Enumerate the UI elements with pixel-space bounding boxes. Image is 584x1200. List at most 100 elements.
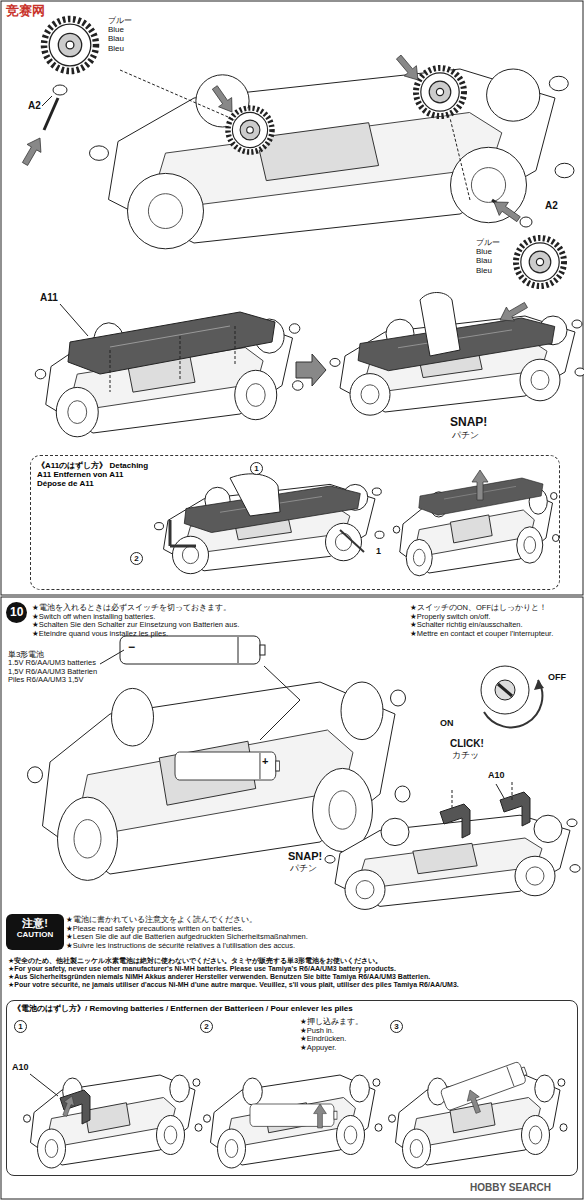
part-label: 1 xyxy=(376,546,381,556)
leader-line xyxy=(42,96,52,106)
note-text: 単3形電池 xyxy=(8,650,120,659)
chassis xyxy=(24,1075,203,1168)
part-label: ブルー xyxy=(476,238,500,247)
part-label: ★Appuyer. xyxy=(300,1044,336,1053)
guide-line xyxy=(452,782,512,810)
leader-line xyxy=(100,650,124,664)
note-text: ★スイッチのON、OFFはしっかりと！ xyxy=(410,604,578,613)
guide-line xyxy=(110,326,235,392)
note-text: ★電池に書かれている注意文をよく読んでください。 xyxy=(66,916,578,925)
callout-number: 2 xyxy=(200,1020,213,1033)
note-text: ★Lesen Sie die auf die Batterien aufgedr… xyxy=(66,933,578,942)
note-text: ★Aus Sicherheitsgründen niemals NiMH Akk… xyxy=(8,973,580,981)
gear-inset xyxy=(516,238,564,286)
part-label: Blue xyxy=(476,247,492,256)
leader-line xyxy=(496,784,504,798)
chassis xyxy=(325,815,580,909)
note-text: ★安全のため、他社製ニッケル水素電池は絶対に使わないでください。タミヤが販売する… xyxy=(8,957,580,965)
battery xyxy=(120,636,265,664)
part-label: CLICK! xyxy=(450,738,484,750)
part-label: A2 xyxy=(28,100,41,112)
leader-line xyxy=(60,304,88,336)
note-text: ★For your safety, never use other manufa… xyxy=(8,965,580,973)
part-label: パチン xyxy=(452,430,479,440)
bushing xyxy=(520,217,532,227)
bushing xyxy=(53,85,67,95)
arrow xyxy=(464,1088,484,1115)
part-label: SNAP! xyxy=(288,850,322,863)
arrow xyxy=(314,1104,327,1128)
part-label: ★押し込みます。 xyxy=(300,1018,363,1027)
callout-number: 1 xyxy=(14,1020,27,1033)
switch-arrow xyxy=(484,680,542,727)
arrow xyxy=(393,52,425,85)
gear-right xyxy=(416,68,464,116)
panel-border xyxy=(1,1,583,595)
arrow xyxy=(496,298,530,327)
part-label: Blau xyxy=(108,34,124,43)
switch-knob xyxy=(495,680,515,700)
arrow xyxy=(472,470,488,500)
part-label: OFF xyxy=(548,672,566,682)
part-label: A2 xyxy=(545,200,558,212)
watermark: 竞赛网 xyxy=(6,4,45,19)
arrow xyxy=(60,1094,78,1118)
arrow xyxy=(18,134,47,168)
note-text: ★Mettre en contact et couper l'interrupt… xyxy=(410,630,578,639)
note-text: ★Switch off when installing batteries. xyxy=(32,613,404,622)
part-label: + xyxy=(262,755,268,768)
part-label: Bleu xyxy=(108,44,124,53)
chassis xyxy=(204,1075,383,1168)
callout-number: 3 xyxy=(390,1020,403,1033)
clip-a10 xyxy=(60,1090,90,1124)
arrow-line xyxy=(340,530,364,552)
part-label: Bleu xyxy=(476,266,492,275)
battery xyxy=(175,752,279,780)
note-text: ★電池を入れるときは必ずスイッチを切っておきます。 xyxy=(32,604,404,613)
note-text: ★Please read safety precautions written … xyxy=(66,925,578,934)
part-label: A10 xyxy=(12,1062,29,1072)
battery xyxy=(440,1060,529,1111)
finger xyxy=(420,293,460,357)
part-label: パチン xyxy=(290,863,317,873)
clip-a10 xyxy=(440,804,470,838)
clip-a10 xyxy=(500,792,530,826)
note-text: ★Schalter richtig ein/ausschalten. xyxy=(410,621,578,630)
caution-text: CAUTION xyxy=(8,930,62,939)
note-text: Piles R6/AA/UM3 1,5V xyxy=(8,676,120,685)
detail-box: 《電池のはずし方》/ Removing batteries / Entferne… xyxy=(6,1000,578,1176)
arrow-line xyxy=(170,520,196,546)
finger xyxy=(230,474,280,516)
leader-line xyxy=(120,70,235,120)
note-text: ★Eteindre quand vous installez les piles… xyxy=(32,630,404,639)
panel-border xyxy=(1,597,583,1199)
note-text: ★Pour votre sécurité, ne jamais utiliser… xyxy=(8,981,580,989)
step-number: 10 xyxy=(6,602,27,623)
chassis-main xyxy=(90,69,575,249)
part-label: SNAP! xyxy=(450,416,487,430)
part-label: ブルー xyxy=(108,16,132,25)
part-label: ★Eindrücken. xyxy=(300,1035,346,1044)
leader-line xyxy=(30,1074,58,1096)
step-number-text: 10 xyxy=(10,606,23,620)
arrow xyxy=(296,354,326,386)
gear-left xyxy=(228,108,272,152)
leader-line xyxy=(450,118,470,200)
note-text: 1,5V R6/AA/UM3 Batterien xyxy=(8,668,120,677)
note-text: ★Schalten Sie den Schalter zur Einsetzun… xyxy=(32,621,404,630)
gear-inset xyxy=(44,19,96,71)
arrow xyxy=(489,195,523,225)
note-text: ★Properly switch on/off. xyxy=(410,613,578,622)
switch-slot xyxy=(498,684,512,696)
note-text: ★Suivre les instructions de sécurité rel… xyxy=(66,942,578,951)
switch xyxy=(481,666,529,714)
part-label: A10 xyxy=(488,770,505,780)
callout-number: 1 xyxy=(250,462,263,475)
arrowhead xyxy=(534,680,544,690)
cover-a11 xyxy=(68,312,275,374)
guide-line xyxy=(260,666,300,740)
part-label: ★Push in. xyxy=(300,1027,334,1036)
note-text: 1.5V R6/AA/UM3 batteries xyxy=(8,659,120,668)
